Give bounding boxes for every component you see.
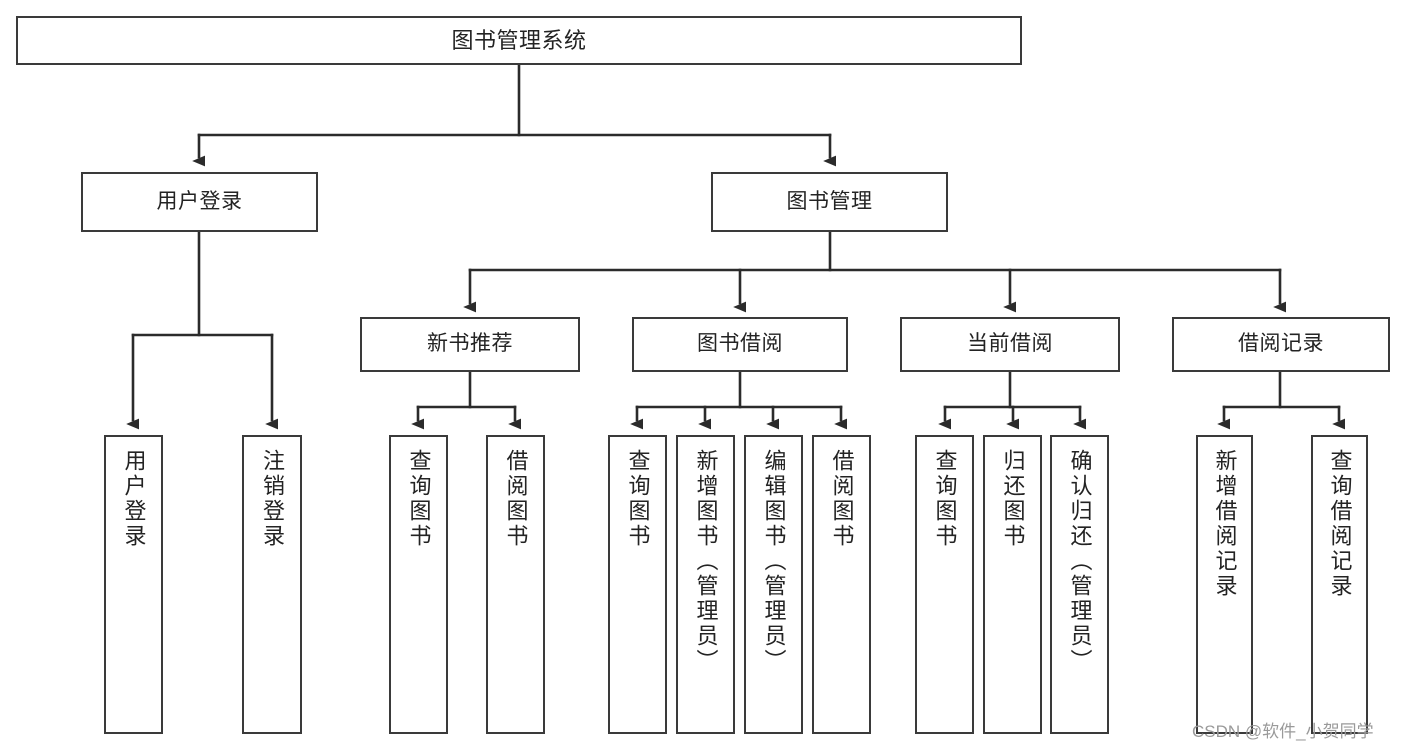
leaf-book-borrow-borrow[interactable]: 借阅图书 [812,435,871,734]
node-root-book-management-system[interactable]: 图书管理系统 [16,16,1022,65]
node-label: 用户登录 [121,449,147,549]
node-borrow-records[interactable]: 借阅记录 [1172,317,1390,372]
leaf-user-login-signout[interactable]: 注销登录 [242,435,302,734]
node-label: 图书借阅 [697,332,783,356]
node-label: 当前借阅 [967,332,1053,356]
node-book-borrow[interactable]: 图书借阅 [632,317,848,372]
node-label: 图书管理 [786,189,873,213]
leaf-borrow-record-add[interactable]: 新增借阅记录 [1196,435,1253,734]
node-new-book-recommend[interactable]: 新书推荐 [360,317,580,372]
node-label: 借阅图书 [829,449,855,549]
node-label: 借阅记录 [1238,332,1324,356]
leaf-book-borrow-query[interactable]: 查询图书 [608,435,667,734]
watermark-credit: CSDN @软件_小贺同学 [1192,722,1374,741]
leaf-current-borrow-query[interactable]: 查询图书 [915,435,974,734]
node-label: 查询借阅记录 [1327,449,1353,599]
node-current-borrow[interactable]: 当前借阅 [900,317,1120,372]
leaf-borrow-record-query[interactable]: 查询借阅记录 [1311,435,1368,734]
node-user-login[interactable]: 用户登录 [81,172,318,232]
node-label: 新增借阅记录 [1212,449,1238,599]
node-label: 查询图书 [406,449,432,549]
leaf-current-borrow-return[interactable]: 归还图书 [983,435,1042,734]
node-book-management[interactable]: 图书管理 [711,172,948,232]
node-label: 新增图书（管理员） [693,449,719,674]
leaf-book-borrow-edit[interactable]: 编辑图书（管理员） [744,435,803,734]
node-label: 借阅图书 [503,449,529,549]
node-label: 图书管理系统 [451,27,587,53]
leaf-current-borrow-confirm-return[interactable]: 确认归还（管理员） [1050,435,1109,734]
node-label: 查询图书 [625,449,651,549]
leaf-book-borrow-add[interactable]: 新增图书（管理员） [676,435,735,734]
leaf-new-book-borrow[interactable]: 借阅图书 [486,435,545,734]
leaf-user-login-signin[interactable]: 用户登录 [104,435,163,734]
node-label: 归还图书 [1000,449,1026,549]
node-label: 查询图书 [932,449,958,549]
node-label: 用户登录 [156,189,243,213]
node-label: 注销登录 [260,449,285,549]
node-label: 确认归还（管理员） [1067,449,1093,674]
leaf-new-book-query[interactable]: 查询图书 [389,435,448,734]
node-label: 编辑图书（管理员） [761,449,787,674]
node-label: 新书推荐 [427,332,513,356]
